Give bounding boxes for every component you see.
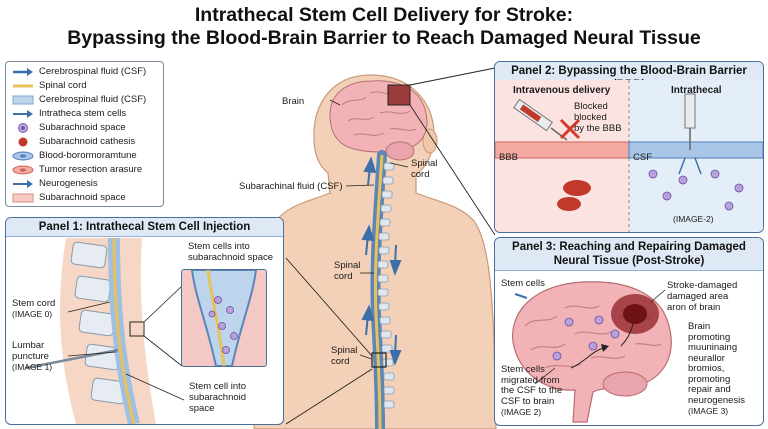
image-2-label: (IMAGE-2) <box>673 214 714 224</box>
red-blood-cells <box>557 180 591 211</box>
stem-cell-into-label: Stem cell into subarachnoid space <box>189 381 247 414</box>
blue-arrow-icon <box>12 179 34 189</box>
stem-cells-label: Stem cells <box>501 278 545 289</box>
blue-arrow-icon <box>12 67 34 77</box>
bbb-label: BBB <box>499 152 519 163</box>
spinal-cord-label-upper: Spinal cord <box>411 158 438 180</box>
yellow-line-icon <box>12 81 34 91</box>
legend-item: Subarachnoid space <box>12 122 126 134</box>
legend-label: Spinal cord <box>39 80 87 91</box>
iv-syringe <box>513 98 568 141</box>
red-dot-icon <box>12 137 34 147</box>
legend-item: Cerebrospinal fluid (CSF) <box>12 66 146 78</box>
csf-label: CSF <box>633 152 652 163</box>
blocked-x-icon <box>559 118 581 140</box>
iv-delivery-title: Intravenous delivery <box>513 85 611 96</box>
subarachinal-fluid-label: Subarachinal fluid (CSF) <box>239 181 343 192</box>
ear <box>422 128 438 154</box>
pink-ellipse-icon <box>12 165 34 175</box>
page-title: Intrathecal Stem Cell Delivery for Strok… <box>0 4 768 50</box>
damaged-area-label: Stroke-damaged damaged area aron of brai… <box>667 280 738 313</box>
lumbar-puncture-label: Lumbar puncture (IMAGE 1) <box>12 340 53 372</box>
legend-item: Subarachnoid cathesis <box>12 136 135 148</box>
stem-cord-label: Stem cord (IMAGE 0) <box>12 298 56 319</box>
pink-box-icon <box>12 193 34 203</box>
legend-item: Tumor resection arasure <box>12 164 142 176</box>
legend-label: Subarachnoid space <box>39 122 126 133</box>
legend-item: Spinal cord <box>12 80 87 92</box>
title-line-1: Intrathecal Stem Cell Delivery for Strok… <box>194 4 574 26</box>
legend-label: Subarachnoid space <box>39 192 126 203</box>
body-illustration <box>253 74 497 429</box>
blue-arrow-icon <box>12 109 34 119</box>
legend-label: Cerebrospinal fluid (CSF) <box>39 66 147 77</box>
panel-3: Panel 3: Reaching and Repairing Damaged … <box>494 237 764 426</box>
migrated-label: Stem cells migrated from the CSF to the … <box>501 364 563 417</box>
spinal-inset-box <box>371 352 387 368</box>
legend-label: Blood-borormoramtune <box>39 150 137 161</box>
legend-item: Cerebrospinal fluid (CSF) <box>12 94 146 106</box>
panel-1-heading: Panel 1: Intrathecal Stem Cell Injection <box>6 218 283 237</box>
spinal-cord-label-mid: Spinal cord <box>334 260 361 282</box>
intrathecal-title: Intrathecal <box>671 85 722 96</box>
legend-label: Intratheca stem cells <box>39 108 127 119</box>
intrathecal-syringe <box>684 93 696 150</box>
csf-flow-arrows <box>361 156 402 366</box>
legend-label: Subarachnoid cathesis <box>39 136 136 147</box>
purple-cell-icon <box>12 123 34 133</box>
legend-item: Blood-borormoramtune <box>12 150 137 162</box>
title-line-2: Bypassing the Blood-Brain Barrier to Rea… <box>67 27 701 49</box>
brain-repair-label: Brain promoting muuninaing neurallor bro… <box>688 321 746 416</box>
panel-2: Panel 2: Bypassing the Blood-Brain Barri… <box>494 61 764 233</box>
spine-cross-section <box>25 238 185 424</box>
legend-item: Intratheca stem cells <box>12 108 126 120</box>
legend-label: Tumor resection arasure <box>39 164 143 175</box>
legend-item: Neurogenesis <box>12 178 98 190</box>
panel-1-inset <box>181 269 267 367</box>
lesion-highlight <box>387 84 411 106</box>
legend-item: Subarachnoid space <box>12 192 126 204</box>
legend-label: Cerebrospinal fluid (CSF) <box>39 94 147 105</box>
light-blue-box-icon <box>12 95 34 105</box>
vertebrae <box>377 162 395 409</box>
legend: Cerebrospinal fluid (CSF) Spinal cord Ce… <box>5 61 164 207</box>
panel-3-heading: Panel 3: Reaching and Repairing Damaged … <box>495 238 763 271</box>
bbb-comparison <box>495 80 763 232</box>
brain-label: Brain <box>282 96 305 107</box>
blocked-label: Blocked blocked by the BBB <box>574 101 622 134</box>
spinal-cord-label-lower: Spinal cord <box>331 345 358 367</box>
damaged-brain-illustration <box>512 281 672 423</box>
stem-cells-into-label: Stem cells into subarachnoid space <box>188 241 274 263</box>
blue-ellipse-icon <box>12 151 34 161</box>
panel-1: Panel 1: Intrathecal Stem Cell Injection <box>5 217 284 425</box>
legend-label: Neurogenesis <box>39 178 98 189</box>
